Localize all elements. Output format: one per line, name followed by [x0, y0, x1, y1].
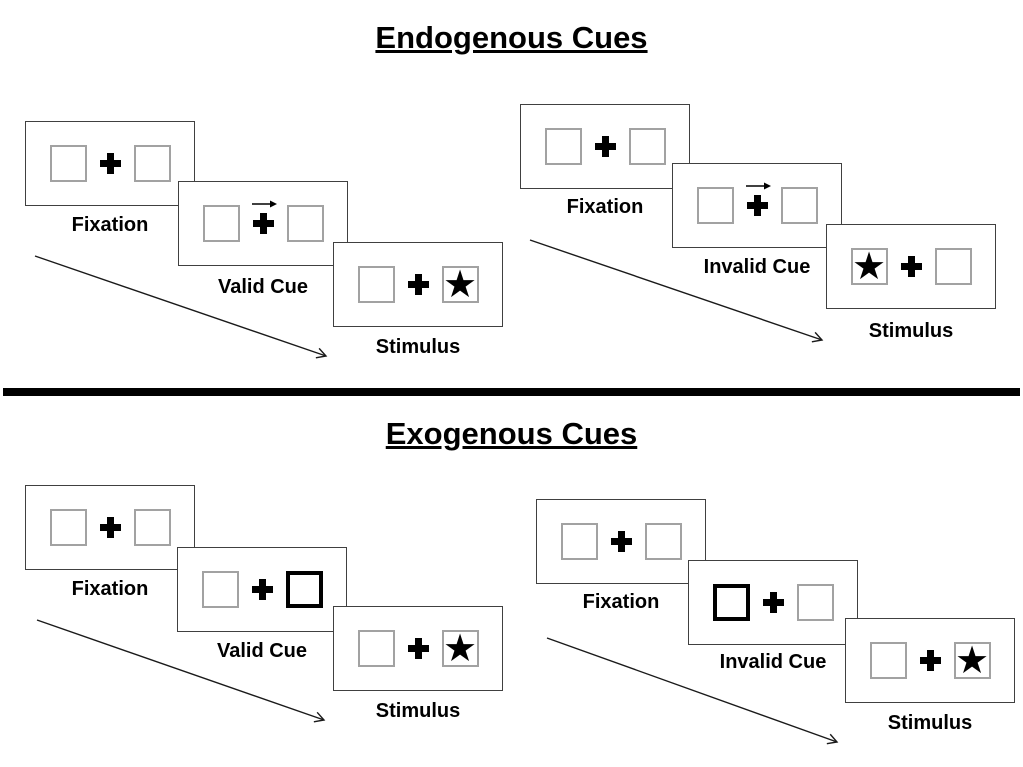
- left-box: [49, 145, 87, 182]
- fixation-cross-icon: [919, 650, 941, 671]
- star-icon: ★: [851, 244, 887, 288]
- fixation-cross-icon: [99, 153, 121, 174]
- right-box-highlighted: [285, 571, 323, 608]
- panel-label-fixation: Fixation: [71, 578, 149, 600]
- panel-fixation: [520, 104, 690, 189]
- fixation-cross-icon: [610, 531, 632, 552]
- panel-stimulus: ★: [845, 618, 1015, 703]
- right-arrow-icon: [745, 182, 771, 190]
- panel-label-invalid-cue: Invalid Cue: [703, 256, 811, 278]
- timeline-arrow-endogenous-valid: [34, 255, 328, 359]
- panel-label-valid-cue: Valid Cue: [217, 276, 309, 298]
- panel-stimulus: ★: [333, 606, 503, 691]
- left-box-highlighted: [712, 584, 750, 621]
- right-box: [644, 523, 682, 560]
- panel-valid-cue: [178, 181, 348, 266]
- panel-label-fixation: Fixation: [582, 591, 660, 613]
- panel-invalid-cue: [688, 560, 858, 645]
- fixation-cross-icon: [594, 136, 616, 157]
- star-icon: ★: [442, 626, 478, 670]
- fixation-cross-icon: [900, 256, 922, 277]
- cue-cross-group: [745, 182, 771, 216]
- left-box: [560, 523, 598, 560]
- right-arrow-icon: [251, 200, 277, 208]
- left-box-with-target: ★: [850, 244, 888, 288]
- panel-fixation: [536, 499, 706, 584]
- right-box-with-target: ★: [441, 262, 479, 306]
- right-box: [934, 248, 972, 285]
- left-box: [544, 128, 582, 165]
- right-box: [780, 187, 818, 224]
- panel-fixation: [25, 121, 195, 206]
- fixation-cross-icon: [762, 592, 784, 613]
- panel-invalid-cue: [672, 163, 842, 248]
- panel-valid-cue: [177, 547, 347, 632]
- left-box: [357, 630, 395, 667]
- section-title-endogenous: Endogenous Cues: [375, 20, 648, 55]
- left-box: [357, 266, 395, 303]
- left-box: [202, 205, 240, 242]
- left-box: [49, 509, 87, 546]
- fixation-cross-icon: [252, 213, 274, 234]
- right-box-with-target: ★: [441, 626, 479, 670]
- right-box: [133, 509, 171, 546]
- panel-label-valid-cue: Valid Cue: [216, 640, 308, 662]
- cue-cross-group: [251, 200, 277, 234]
- star-icon: ★: [954, 638, 990, 682]
- right-box: [286, 205, 324, 242]
- left-box: [696, 187, 734, 224]
- panel-label-fixation: Fixation: [71, 214, 149, 236]
- fixation-cross-icon: [251, 579, 273, 600]
- timeline-arrow-exogenous-valid: [36, 619, 326, 723]
- star-icon: ★: [442, 262, 478, 306]
- panel-label-stimulus: Stimulus: [375, 700, 461, 722]
- panel-label-stimulus: Stimulus: [868, 320, 954, 342]
- fixation-cross-icon: [407, 274, 429, 295]
- left-box: [869, 642, 907, 679]
- panel-stimulus: ★: [333, 242, 503, 327]
- fixation-cross-icon: [746, 195, 768, 216]
- section-title-exogenous: Exogenous Cues: [385, 416, 638, 451]
- right-box: [628, 128, 666, 165]
- panel-fixation: [25, 485, 195, 570]
- right-box: [796, 584, 834, 621]
- panel-label-invalid-cue: Invalid Cue: [719, 651, 827, 673]
- panel-label-fixation: Fixation: [566, 196, 644, 218]
- panel-label-stimulus: Stimulus: [375, 336, 461, 358]
- right-box: [133, 145, 171, 182]
- fixation-cross-icon: [407, 638, 429, 659]
- left-box: [201, 571, 239, 608]
- panel-stimulus: ★: [826, 224, 996, 309]
- timeline-arrow-endogenous-invalid: [529, 239, 824, 343]
- section-divider: [3, 388, 1020, 396]
- panel-label-stimulus: Stimulus: [887, 712, 973, 734]
- fixation-cross-icon: [99, 517, 121, 538]
- right-box-with-target: ★: [953, 638, 991, 682]
